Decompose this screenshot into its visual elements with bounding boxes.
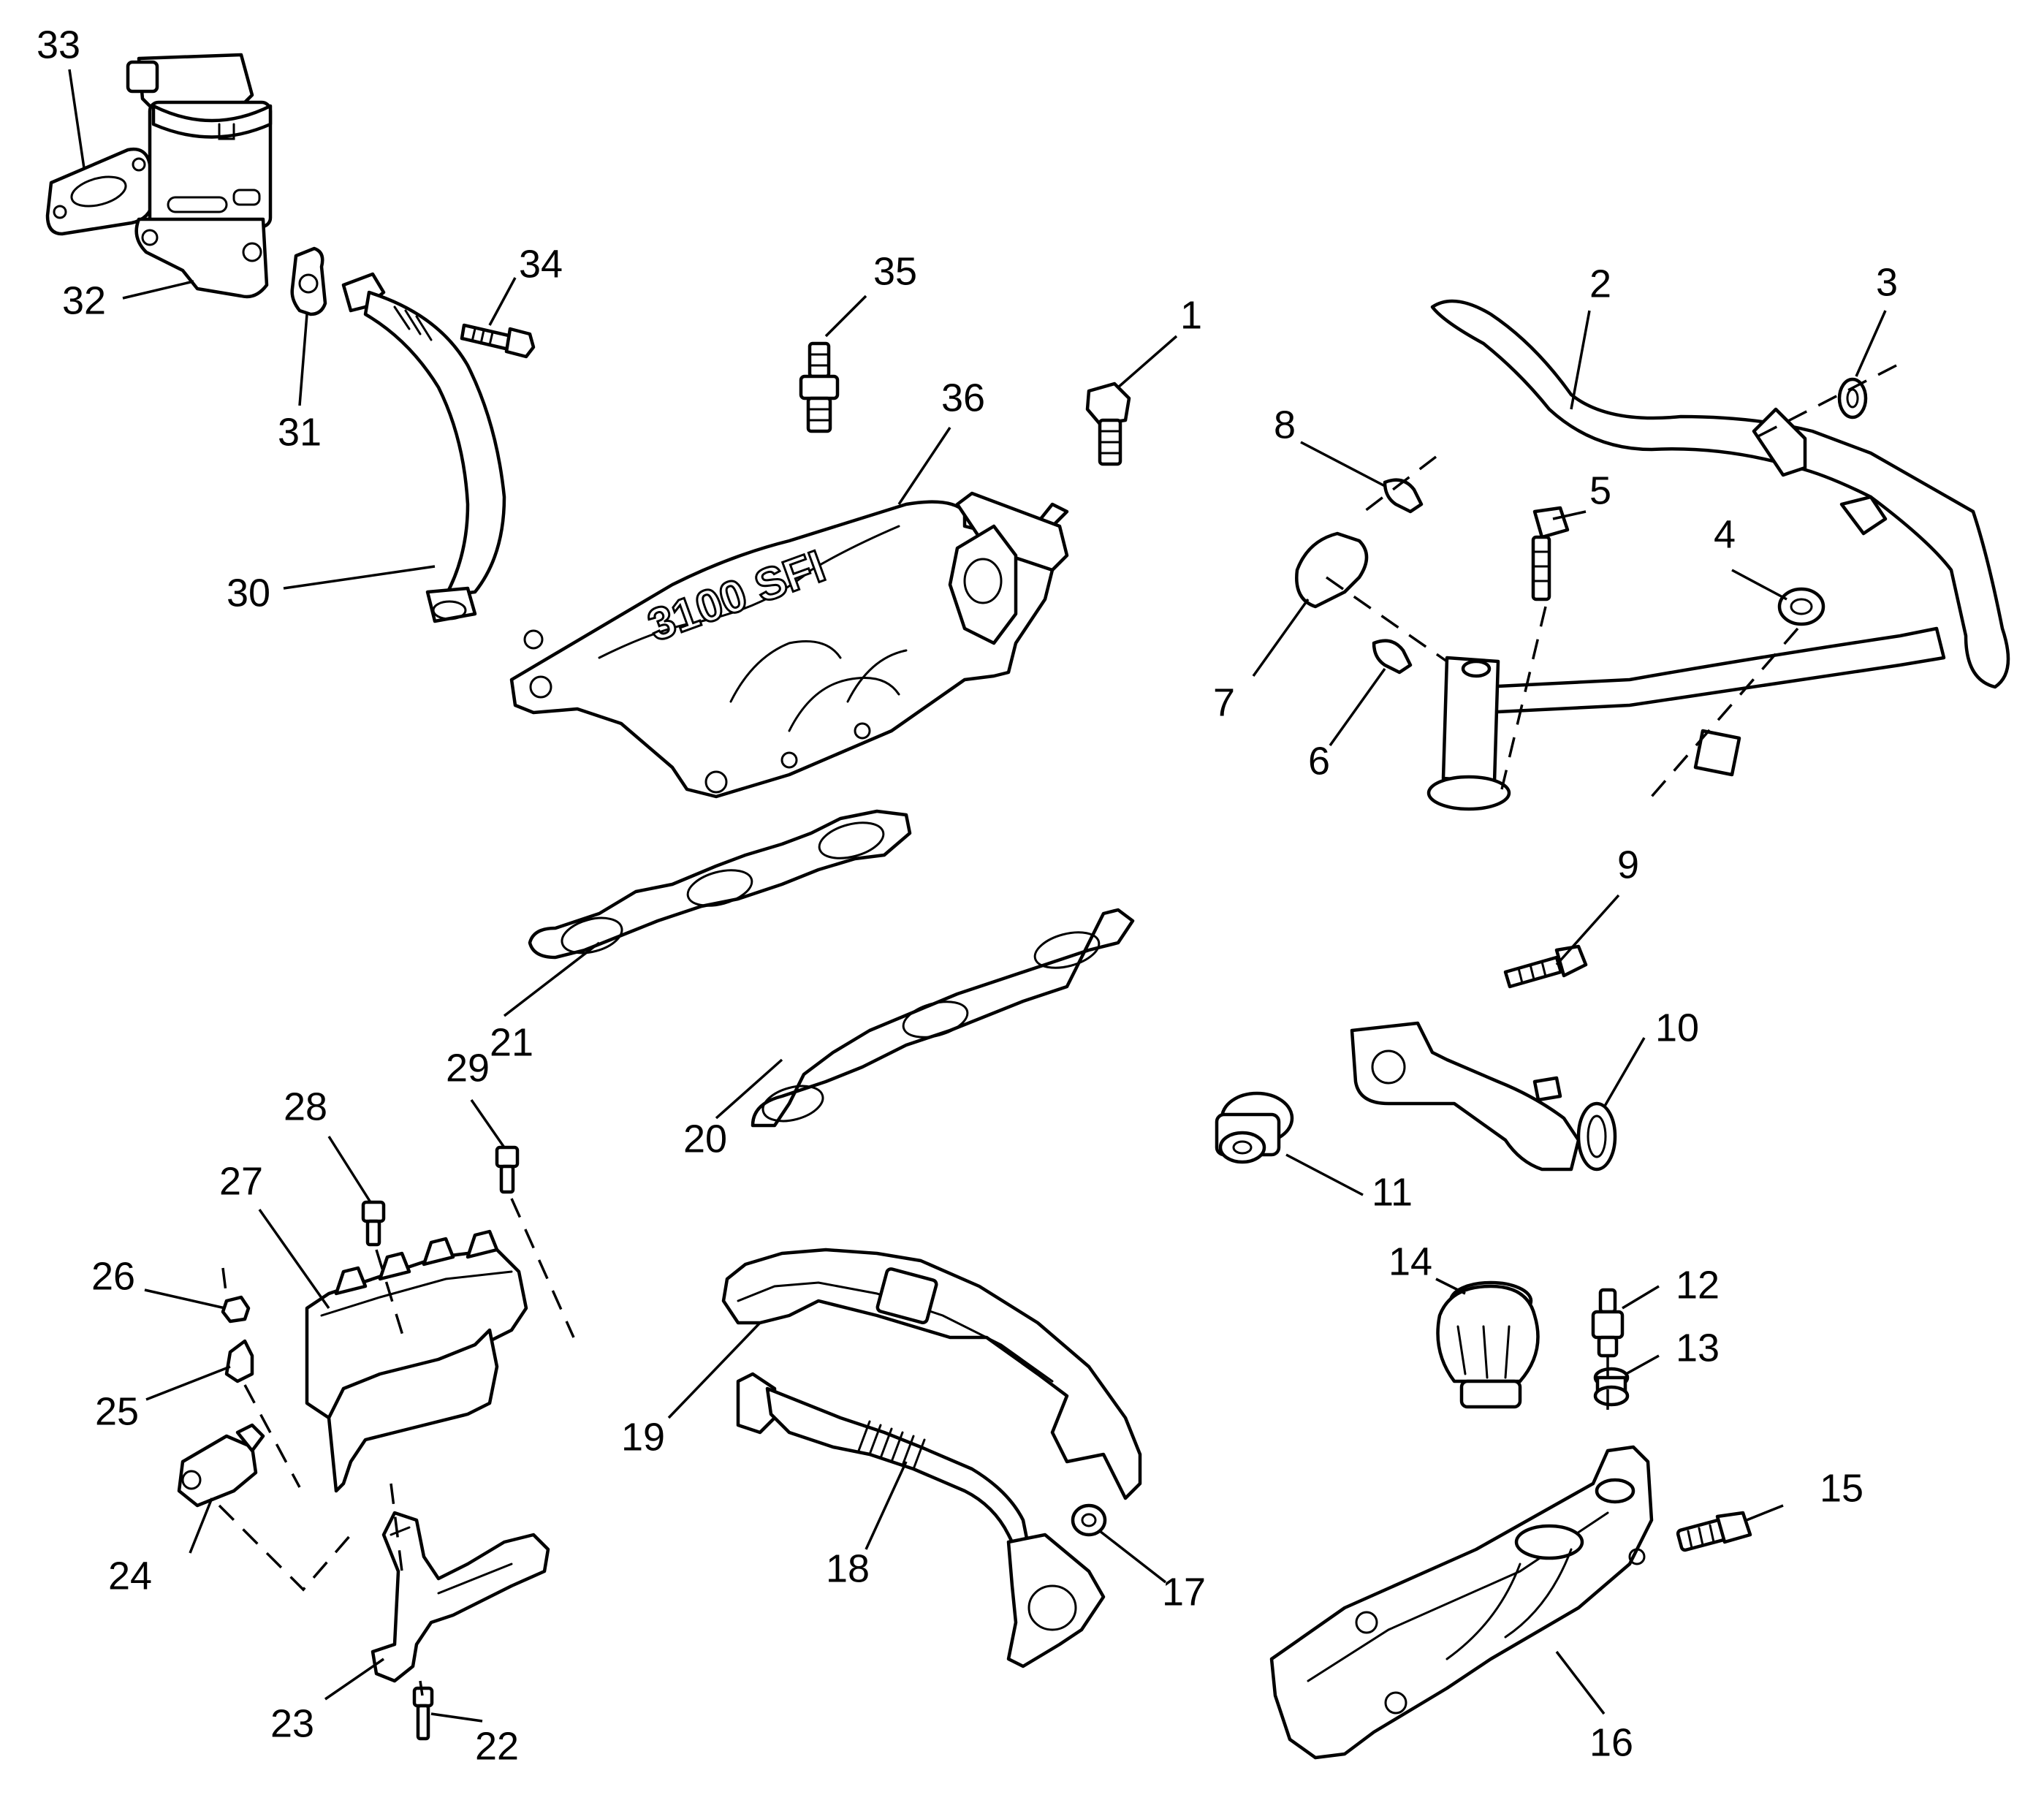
alignment-lines [218, 364, 1897, 1696]
part-31-gasket [290, 246, 327, 316]
part-26-nut [221, 1295, 251, 1324]
callout-34: 34 [519, 242, 563, 286]
part-9-bolt [1503, 944, 1588, 989]
callout-3: 3 [1876, 260, 1898, 304]
part-17-nut [1071, 1503, 1107, 1537]
part-16-valve-cover [1269, 1445, 1654, 1760]
callout-24: 24 [108, 1554, 152, 1598]
part-14-cap [1436, 1280, 1540, 1409]
part-11-thermostat [1215, 1091, 1294, 1164]
part-24-sensor [177, 1423, 265, 1508]
callout-33: 33 [37, 23, 80, 67]
part-25-connector [224, 1339, 254, 1383]
callout-12: 12 [1676, 1263, 1720, 1307]
part-18-crossover-pipe [736, 1372, 1106, 1668]
part-10-water-outlet [1350, 1021, 1617, 1172]
part-28-bolt [361, 1200, 386, 1247]
callout-14: 14 [1388, 1239, 1432, 1283]
callout-13: 13 [1676, 1326, 1720, 1370]
part-22-bolt [412, 1686, 434, 1741]
part-35-stud [799, 341, 840, 433]
callout-6: 6 [1308, 739, 1330, 783]
part-32-egr-valve [126, 53, 273, 299]
part-19-heat-shield [721, 1248, 1142, 1500]
callout-5: 5 [1589, 468, 1611, 512]
part-2-heater-pipe [1430, 299, 2010, 777]
part-7-hose [1295, 531, 1369, 609]
callout-23: 23 [270, 1701, 314, 1745]
part-27-ignition-module [305, 1229, 528, 1493]
callout-19: 19 [621, 1415, 665, 1459]
part-13-seal [1593, 1367, 1630, 1407]
callout-1: 1 [1180, 293, 1202, 337]
callout-20: 20 [683, 1117, 727, 1161]
callout-17: 17 [1162, 1570, 1206, 1614]
part-34-bolt [460, 323, 536, 359]
callout-labels: 33 32 31 34 30 35 1 36 2 3 8 5 4 7 6 9 1… [37, 23, 1898, 1768]
callout-28: 28 [284, 1085, 327, 1128]
part-23-bracket [371, 1511, 550, 1683]
part-33-gasket [45, 147, 156, 236]
part-8-clamp [1383, 478, 1424, 514]
callout-2: 2 [1589, 262, 1611, 305]
callout-11: 11 [1372, 1170, 1413, 1214]
callout-4: 4 [1714, 512, 1736, 556]
callout-8: 8 [1274, 403, 1296, 447]
part-36-upper-intake-manifold: 3100 SFI [509, 491, 1069, 799]
callout-30: 30 [227, 571, 270, 615]
callout-36: 36 [941, 376, 985, 419]
callout-16: 16 [1589, 1720, 1633, 1764]
callout-18: 18 [826, 1546, 870, 1590]
part-15-bolt [1676, 1511, 1752, 1552]
part-12-sensor [1591, 1288, 1625, 1358]
callout-25: 25 [95, 1389, 139, 1433]
leader-lines [68, 69, 1887, 1723]
callout-15: 15 [1820, 1466, 1863, 1510]
part-3-nut [1837, 377, 1868, 419]
part-20-intake-gasket [751, 908, 1135, 1128]
callout-31: 31 [278, 410, 322, 454]
callout-26: 26 [91, 1254, 135, 1298]
part-6-clamp [1372, 639, 1413, 675]
part-5-bolt [1531, 506, 1570, 601]
callout-9: 9 [1617, 843, 1639, 886]
part-29-bolt [495, 1145, 520, 1194]
callout-21: 21 [490, 1020, 533, 1064]
callout-27: 27 [219, 1159, 263, 1203]
callout-22: 22 [475, 1724, 519, 1768]
callout-35: 35 [873, 249, 917, 293]
callout-32: 32 [62, 278, 106, 322]
callout-29: 29 [446, 1046, 490, 1090]
callout-7: 7 [1213, 680, 1235, 724]
callout-10: 10 [1655, 1006, 1699, 1049]
part-21-intake-gasket [528, 809, 912, 960]
heater-pipe-fitting [1426, 656, 1511, 811]
part-4-grommet [1777, 587, 1825, 626]
part-30-egr-pipe [341, 272, 506, 623]
part-1-bolt [1085, 381, 1131, 466]
